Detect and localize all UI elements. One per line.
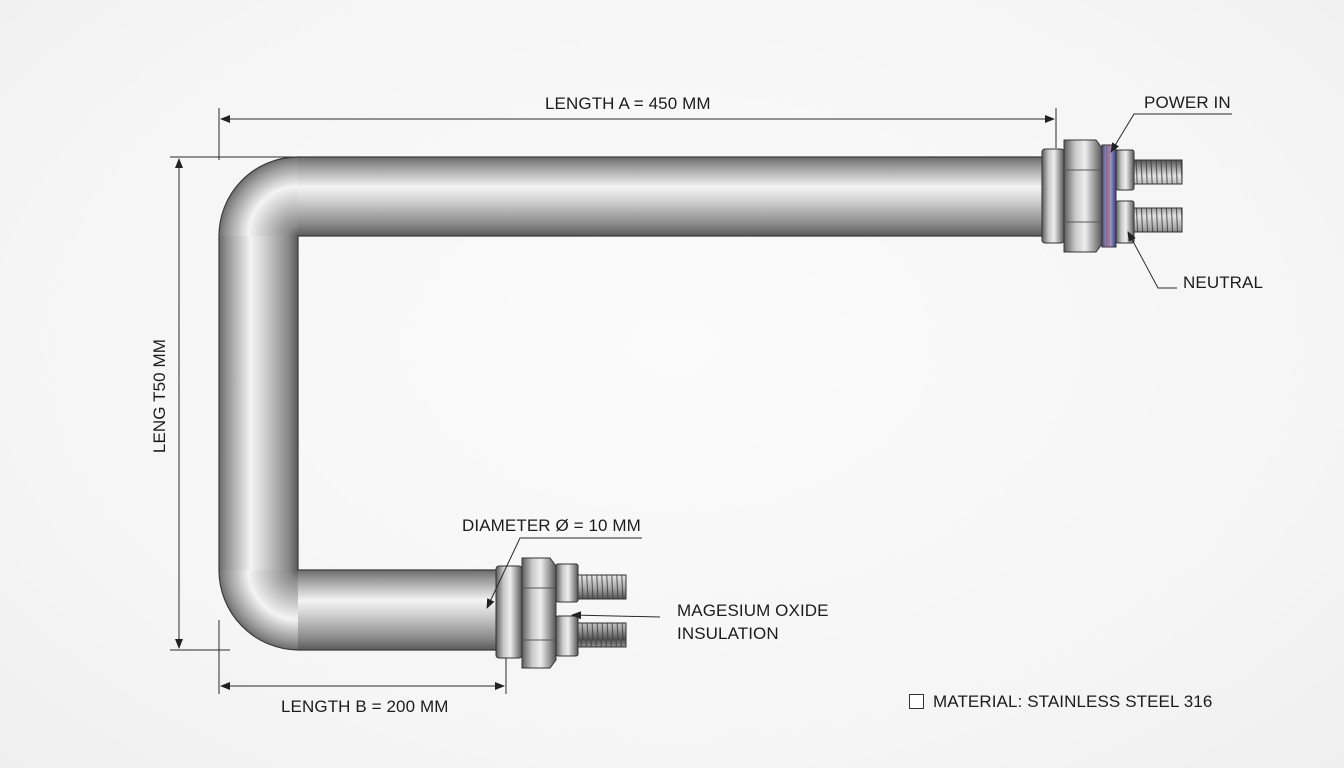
insulation-label-line2: INSULATION	[677, 624, 779, 643]
power-in-label: POWER IN	[1144, 93, 1231, 112]
length-a-label: LENGTH A = 450 MM	[545, 94, 711, 113]
diameter-label: DIAMETER Ø = 10 MM	[462, 516, 641, 535]
neutral-label: NEUTRAL	[1183, 273, 1264, 292]
length-b-label: LENGTH B = 200 MM	[281, 697, 449, 716]
terminal-power-neutral	[1041, 139, 1183, 253]
material-label: MATERIAL: STAINLESS STEEL 316	[933, 692, 1213, 711]
length-vertical-label: LENG T50 MM	[150, 338, 169, 454]
insulation-label-line1: MAGESIUM OXIDE	[677, 601, 829, 620]
material-checkbox-icon[interactable]	[909, 694, 924, 709]
terminal-bottom	[495, 557, 627, 669]
dimension-lines	[170, 108, 1057, 694]
leader-lines	[486, 113, 1232, 620]
heating-tube	[218, 156, 1048, 651]
